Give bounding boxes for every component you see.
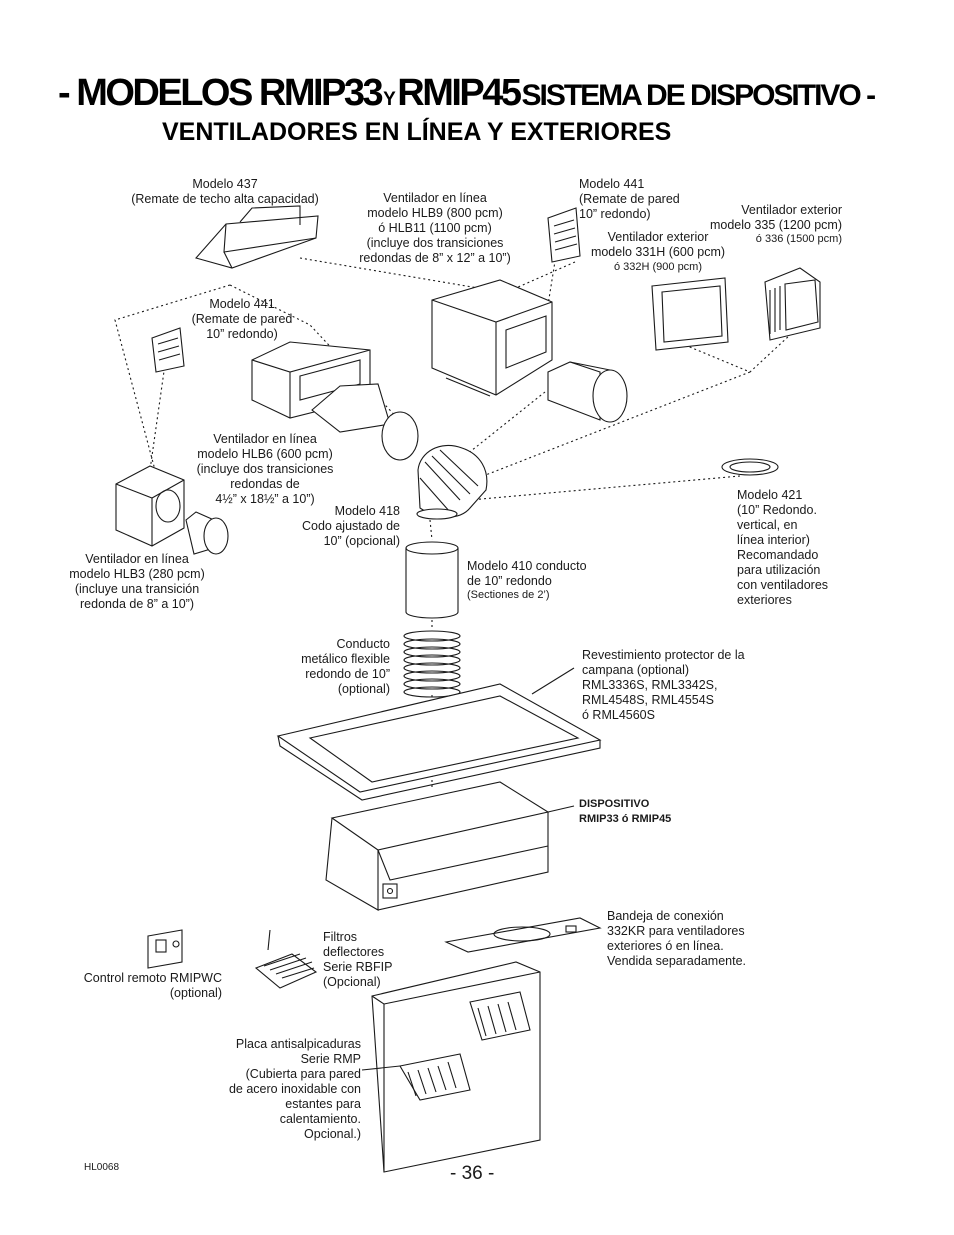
title-part2: RMIP45 [397,72,522,114]
damper-421 [721,458,779,476]
exterior-fan-335 [764,267,821,341]
connection-tray [444,917,602,953]
label-remote-control: Control remoto RMIPWC (optional) [83,971,222,1000]
exterior-fan-331h [651,277,729,351]
page-title: - MODELOS RMIP33 Y RMIP45 SISTEMA DE DIS… [58,74,918,112]
label-connection-tray: Bandeja de conexión 332KR para ventilado… [607,909,746,968]
label-model-441-left: Modelo 441 (Remate de pared 10” redondo) [191,297,293,341]
label-model-331h: Ventilador exterior modelo 331H (600 pcm… [590,230,726,259]
inline-fan-hlb9 [431,279,553,397]
label-hlb6: Ventilador en línea modelo HLB6 (600 pcm… [196,432,334,506]
hlb6-transition [311,383,419,461]
page-subtitle: VENTILADORES EN LÍNEA Y EXTERIORES [162,118,672,146]
drawing-code: HL0068 [84,1162,120,1173]
label-backsplash: Placa antisalpicaduras Serie RMP (Cubier… [228,1037,361,1141]
label-liner: Revestimiento protector de la campana (o… [582,648,745,722]
label-model-332h: ó 332H (900 pcm) [613,261,703,273]
label-model-437: Modelo 437 (Remate de techo alta capacid… [131,177,319,206]
hlb9-transition [547,361,628,423]
label-model-441-top: Modelo 441 (Remate de pared 10” redondo) [579,177,680,221]
inline-fan-hlb3 [115,465,185,547]
baffle-filter [254,929,318,989]
roof-cap-437 [195,205,319,269]
insert-rmip [325,781,575,911]
hlb3-transition [185,511,229,555]
wall-cap-441-left [151,327,185,373]
label-hlb3: Ventilador en línea modelo HLB3 (280 pcm… [69,552,205,611]
wall-cap-441-top [547,207,581,263]
label-model-418: Modelo 418 Codo ajustado de 10” (opciona… [302,504,400,548]
title-y: Y [383,89,396,110]
remote-control-device [147,929,183,969]
title-part1: - MODELOS RMIP33 [58,72,384,114]
page-number: - 36 - [450,1163,495,1184]
label-filters: Filtros deflectores Serie RBFIP (Opciona… [323,930,393,989]
label-model-336: ó 336 (1500 pcm) [755,233,842,245]
label-model-335: Ventilador exterior modelo 335 (1200 pcm… [709,203,842,232]
title-part3: SISTEMA DE DISPOSITIVO - [521,79,876,112]
label-model-410: Modelo 410 conducto de 10” redondo [467,559,587,588]
label-insert: DISPOSITIVO RMIP33 ó RMIP45 [579,798,672,825]
flexible-duct [403,630,461,698]
backsplash-panel [361,961,541,1173]
label-model-410-sections: (Sectiones de 2’) [467,589,550,601]
label-hlb9: Ventilador en línea modelo HLB9 (800 pcm… [359,191,511,265]
duct-410 [405,541,459,619]
hood-liner [276,667,602,801]
elbow-418 [416,444,488,520]
label-model-421: Modelo 421 (10” Redondo. vertical, en lí… [737,488,829,607]
label-flexible-duct: Conducto metálico flexible redondo de 10… [301,637,390,696]
